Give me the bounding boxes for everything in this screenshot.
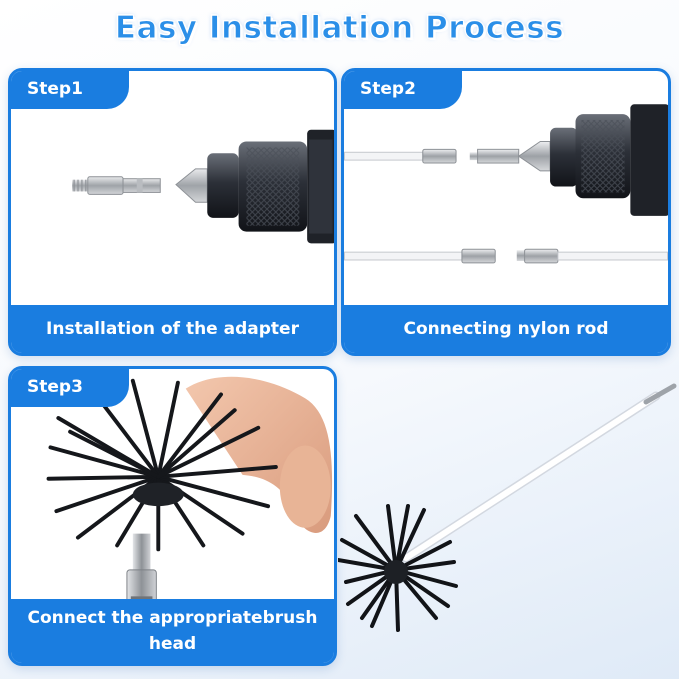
step3-card: Step3 Connect the appropriatebrush head [8,366,337,666]
drill-with-adapter-illustration [72,129,334,244]
step1-caption: Installation of the adapter [11,305,334,353]
step2-card: Step2 Connecting nylon rod [341,68,671,356]
page-title: Easy Installation Process [114,10,565,47]
step1-card: Step1 Installation of the adapter [8,68,337,356]
step1-badge: Step1 [11,71,129,109]
step2-badge: Step2 [344,71,462,109]
assembled-brush-rod-illustration [338,383,677,632]
step3-caption: Connect the appropriatebrush head [11,599,334,663]
step2-caption: Connecting nylon rod [344,305,668,353]
step3-badge: Step3 [11,369,129,407]
brush-head-attachment-illustration [46,376,333,626]
nylon-rod-connection-illustration [344,104,668,264]
